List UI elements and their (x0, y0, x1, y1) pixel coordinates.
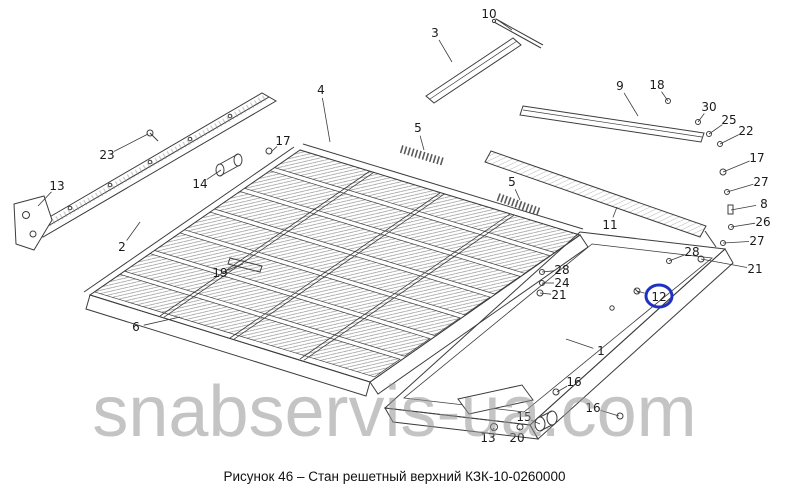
callout-leader-13 (38, 192, 52, 206)
callout-leader-5 (515, 189, 520, 200)
callout-24: 24 (554, 276, 569, 290)
callout-22: 22 (738, 124, 753, 138)
callout-3: 3 (431, 26, 439, 40)
callout-leader-30 (698, 114, 704, 123)
callout-leader-26 (731, 223, 755, 227)
callout-16: 16 (566, 375, 581, 389)
callout-4: 4 (317, 83, 325, 97)
callout-21: 21 (551, 288, 566, 302)
callout-leader-9 (624, 93, 638, 116)
callout-15: 15 (516, 410, 531, 424)
callout-leader-17 (271, 146, 277, 152)
callout-leader-27 (727, 184, 753, 192)
angle-bar-part9 (520, 106, 704, 142)
callout-leader-20 (519, 428, 520, 430)
callout-27: 27 (753, 175, 768, 189)
callout-leader-8 (731, 205, 756, 210)
callout-leader-14 (207, 170, 221, 180)
callout-20: 20 (509, 431, 524, 445)
callout-17: 17 (275, 134, 290, 148)
callout-2: 2 (118, 240, 126, 254)
callout-leader-28 (669, 255, 685, 261)
callout-5: 5 (508, 175, 516, 189)
bolt-part23 (147, 130, 158, 141)
callout-leader-3 (439, 40, 452, 62)
callout-leader-6 (144, 317, 180, 325)
callout-leader-1 (566, 339, 593, 348)
callout-9: 9 (616, 79, 624, 93)
callout-28: 28 (684, 245, 699, 259)
callout-leader-2 (127, 222, 140, 241)
bottom-hardware (458, 385, 623, 431)
callout-26: 26 (755, 215, 770, 229)
callout-8: 8 (760, 197, 768, 211)
main-frame-part1 (385, 232, 733, 439)
roller-part14 (216, 154, 242, 176)
callout-30: 30 (701, 100, 716, 114)
bolt-part17-left (266, 148, 272, 154)
callout-leader-5 (420, 136, 424, 150)
callout-16: 16 (585, 401, 600, 415)
callout-leader-16 (601, 410, 619, 416)
callout-leader-16 (557, 386, 567, 392)
callout-leader-4 (322, 98, 330, 142)
callout-leader-21 (701, 259, 747, 268)
top-bar-part3 (426, 38, 521, 103)
callout-leader-28 (542, 271, 554, 272)
callout-23: 23 (99, 148, 114, 162)
callout-leader-25 (709, 125, 722, 134)
callout-10: 10 (481, 7, 496, 21)
left-bracket-part13 (14, 196, 52, 250)
callout-leader-17 (723, 161, 750, 172)
callout-11: 11 (602, 218, 617, 232)
callout-13: 13 (49, 179, 64, 193)
figure-caption: Рисунок 46 – Стан решетный верхний КЗК-1… (223, 469, 566, 484)
callout-14: 14 (192, 177, 207, 191)
callout-leader-27 (723, 242, 749, 244)
callout-1: 1 (597, 344, 605, 358)
callout-21: 21 (747, 262, 762, 276)
callout-leader-15 (531, 420, 540, 424)
highlight-circle (646, 285, 672, 307)
callout-leader-18 (662, 92, 669, 101)
callout-leader-19 (227, 264, 243, 270)
callout-leader-11 (613, 207, 617, 218)
callout-5: 5 (414, 121, 422, 135)
callout-leader-23 (114, 134, 148, 151)
callout-6: 6 (132, 320, 140, 334)
callout-leader-12 (637, 291, 645, 293)
rod-part10 (492, 19, 543, 48)
callout-25: 25 (721, 113, 736, 127)
callout-leader-21 (540, 293, 551, 294)
callout-12-highlighted: 12 (651, 290, 666, 304)
callout-13: 13 (480, 431, 495, 445)
callout-18: 18 (649, 78, 664, 92)
callout-27: 27 (749, 234, 764, 248)
callout-leader-22 (720, 135, 739, 144)
callout-leader-10 (496, 19, 512, 30)
callout-leader-13 (492, 428, 494, 431)
callout-28: 28 (554, 263, 569, 277)
extension-strip-part11 (485, 151, 716, 247)
callout-17: 17 (749, 151, 764, 165)
callout-19: 19 (212, 266, 227, 280)
